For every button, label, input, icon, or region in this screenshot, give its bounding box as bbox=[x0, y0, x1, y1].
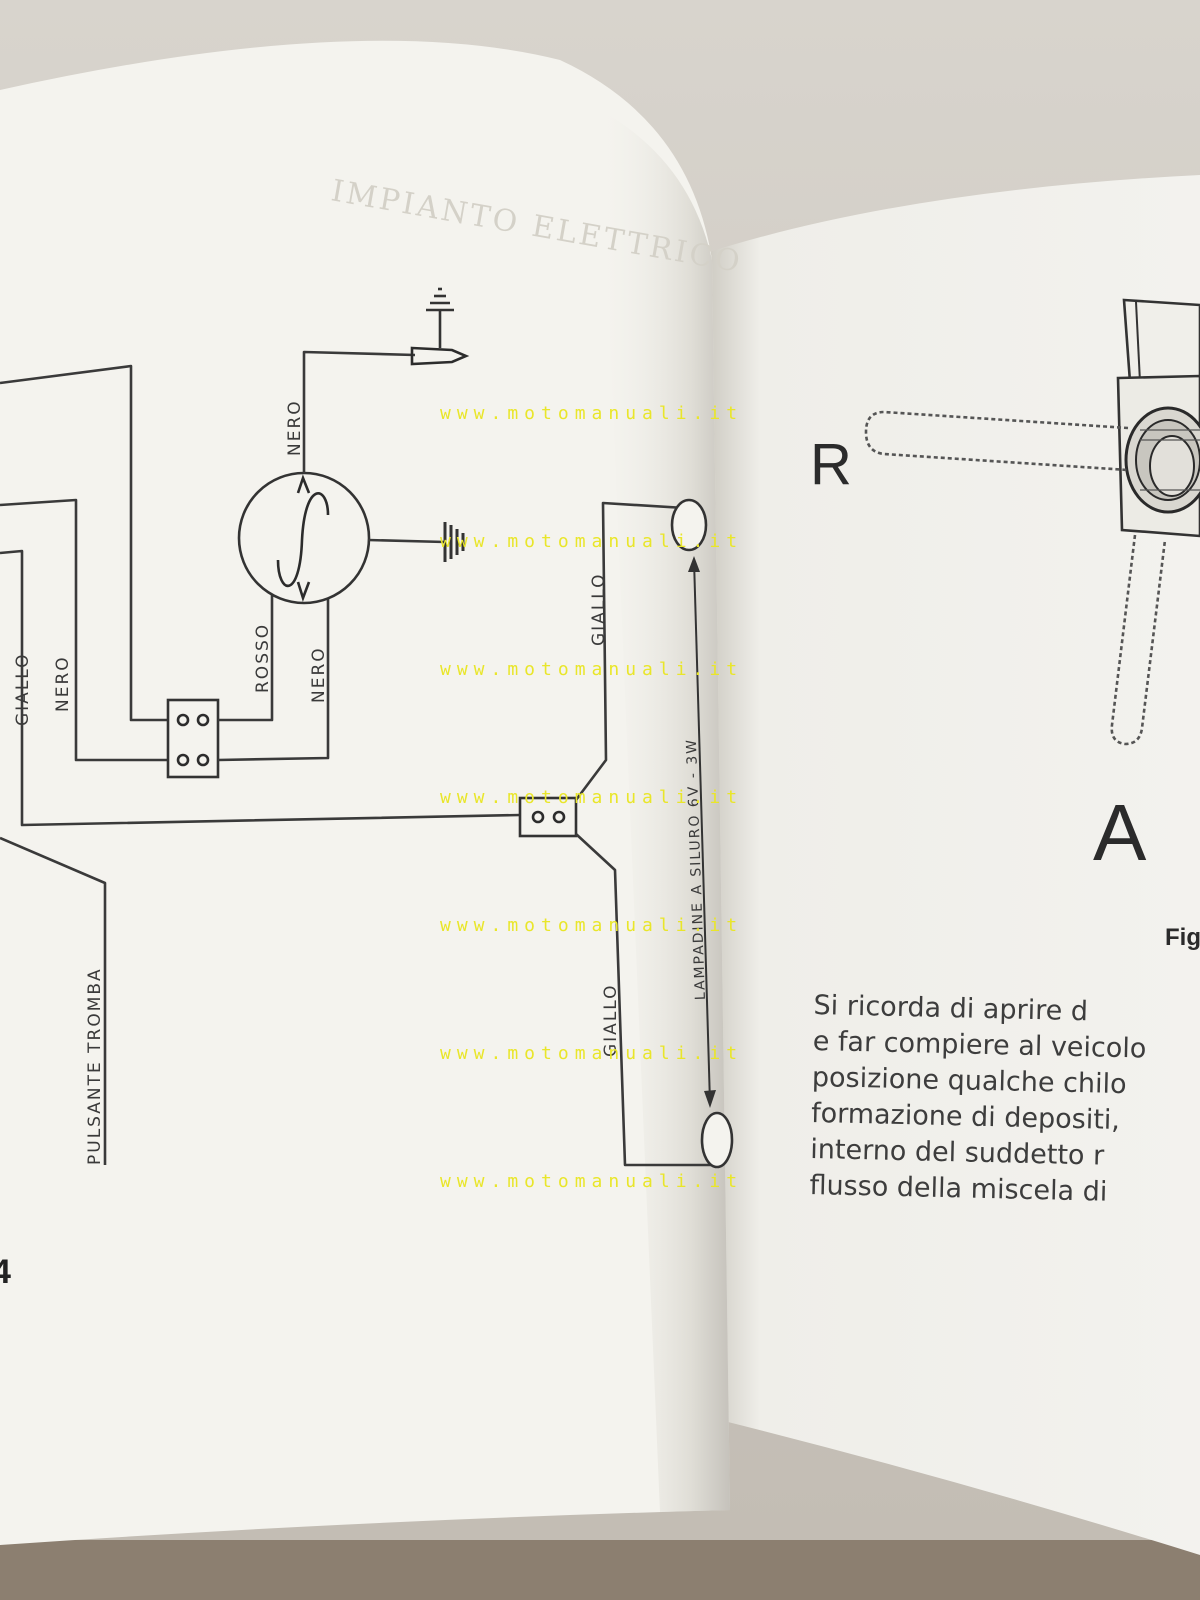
lamp-bottom-symbol bbox=[700, 1111, 734, 1169]
wiring-diagram bbox=[0, 287, 734, 1169]
label-nero-left: NERO bbox=[53, 655, 73, 712]
letter-r: R bbox=[810, 432, 852, 497]
watermark: www.motomanuali.it bbox=[440, 915, 744, 936]
watermark: www.motomanuali.it bbox=[440, 531, 744, 552]
left-page bbox=[0, 40, 730, 1545]
throttle-figure bbox=[864, 298, 1200, 746]
label-pulsante-tromba: PULSANTE TROMBA bbox=[85, 967, 105, 1165]
label-nero-mid: NERO bbox=[309, 646, 329, 703]
page-curvature bbox=[600, 110, 730, 1512]
figure-caption: Fig bbox=[1165, 924, 1200, 951]
watermark: www.motomanuali.it bbox=[440, 787, 744, 808]
body-paragraph: Si ricorda di aprire d e far compiere al… bbox=[809, 988, 1200, 1213]
ground-symbol-mid bbox=[443, 522, 465, 562]
label-giallo-left: GIALLO bbox=[13, 652, 33, 726]
terminal-block-right bbox=[518, 796, 578, 838]
watermark: www.motomanuali.it bbox=[440, 403, 744, 424]
watermark: www.motomanuali.it bbox=[440, 1171, 744, 1192]
table-surface bbox=[0, 1540, 1200, 1600]
lamp-top-symbol bbox=[670, 498, 708, 552]
page-number: 4 bbox=[0, 1253, 11, 1291]
right-page bbox=[700, 175, 1200, 1555]
label-giallo-right-bottom: GIALLO bbox=[601, 983, 621, 1057]
watermark: www.motomanuali.it bbox=[440, 1043, 744, 1064]
spark-plug-icon bbox=[410, 287, 470, 366]
watermark: www.motomanuali.it bbox=[440, 659, 744, 680]
label-nero-top: NERO bbox=[285, 399, 305, 456]
letter-a: A bbox=[1093, 788, 1147, 877]
label-giallo-right-top: GIALLO bbox=[589, 572, 609, 646]
label-rosso: ROSSO bbox=[253, 623, 273, 693]
generator-symbol bbox=[237, 471, 371, 605]
terminal-block-left bbox=[166, 698, 220, 779]
